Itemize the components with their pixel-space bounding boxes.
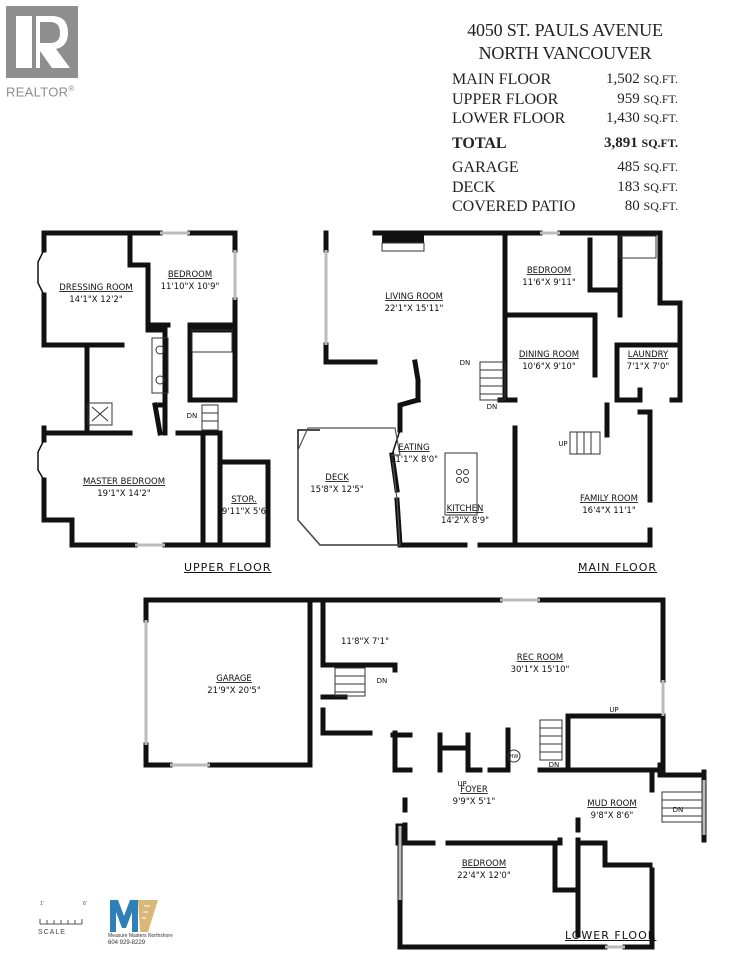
svg-text:DINING ROOM: DINING ROOM [519, 350, 579, 360]
address-line-2: NORTH VANCOUVER [478, 43, 652, 63]
svg-text:9'8"X 8'6": 9'8"X 8'6" [591, 811, 634, 821]
svg-text:16'4"X 11'1": 16'4"X 11'1" [582, 506, 636, 516]
upper-floor-title: UPPER FLOOR [184, 561, 272, 574]
svg-text:LIVING ROOM: LIVING ROOM [385, 292, 443, 302]
svg-text:9'11"X 5'6: 9'11"X 5'6 [222, 507, 266, 517]
svg-text:FAMILY ROOM: FAMILY ROOM [580, 494, 638, 504]
area-summary: 4050 ST. PAULS AVENUE NORTH VANCOUVER MA… [452, 20, 678, 217]
svg-text:STOR.: STOR. [231, 495, 257, 505]
svg-text:7'1"X 7'0": 7'1"X 7'0" [627, 362, 670, 372]
svg-text:11'10"X 10'9": 11'10"X 10'9" [161, 282, 220, 292]
svg-text:15'8"X 12'5": 15'8"X 12'5" [310, 485, 364, 495]
svg-text:DN: DN [487, 403, 498, 411]
svg-text:14'1"X 12'2": 14'1"X 12'2" [69, 295, 123, 305]
svg-text:REC ROOM: REC ROOM [517, 653, 564, 663]
svg-text:LAUNDRY: LAUNDRY [628, 350, 669, 360]
svg-text:DRESSING ROOM: DRESSING ROOM [59, 283, 132, 293]
svg-text:MUD ROOM: MUD ROOM [587, 799, 636, 809]
realtor-wordmark: REALTOR® [6, 84, 75, 100]
svg-text:KITCHEN: KITCHEN [447, 504, 484, 514]
svg-text:EATING: EATING [398, 443, 429, 453]
realtor-logo: REALTOR® [6, 6, 80, 104]
svg-text:BEDROOM: BEDROOM [462, 859, 506, 869]
svg-text:MASTER BEDROOM: MASTER BEDROOM [83, 477, 165, 487]
svg-text:FOYER: FOYER [460, 785, 488, 795]
svg-text:BEDROOM: BEDROOM [527, 266, 571, 276]
lower-floor-plan [143, 597, 707, 950]
svg-text:10'6"X 9'10": 10'6"X 9'10" [522, 362, 576, 372]
scale-start: 1' [40, 901, 44, 907]
svg-text:11'6"X 9'11": 11'6"X 9'11" [522, 278, 576, 288]
svg-text:DN: DN [549, 761, 560, 769]
svg-text:BEDROOM: BEDROOM [168, 270, 212, 280]
svg-text:DN: DN [673, 806, 684, 814]
svg-text:11'1"X 8'0": 11'1"X 8'0" [390, 455, 438, 465]
measure-masters-logo-icon [110, 900, 158, 932]
svg-text:DN: DN [460, 359, 471, 367]
scale-label: SCALE [38, 929, 66, 936]
realtor-r-icon [6, 6, 78, 78]
scale-bar-icon [39, 919, 83, 925]
svg-text:UP: UP [457, 780, 466, 788]
svg-text:HW: HW [510, 754, 519, 760]
scale-end: 6' [83, 901, 87, 907]
svg-text:GARAGE: GARAGE [216, 674, 252, 684]
svg-text:9'9"X 5'1": 9'9"X 5'1" [453, 797, 496, 807]
svg-text:19'1"X 14'2": 19'1"X 14'2" [97, 489, 151, 499]
address-line-1: 4050 ST. PAULS AVENUE [467, 20, 663, 40]
svg-text:UP: UP [609, 706, 618, 714]
svg-text:DN: DN [377, 677, 388, 685]
svg-text:UP: UP [558, 440, 567, 448]
svg-text:11'8"X 7'1": 11'8"X 7'1" [341, 637, 389, 647]
svg-text:22'1"X 15'11": 22'1"X 15'11" [385, 304, 444, 314]
svg-text:22'4"X 12'0": 22'4"X 12'0" [457, 871, 511, 881]
lower-floor-title: LOWER FLOOR [565, 929, 657, 942]
company-name: Measure Masters Northshore [108, 933, 173, 939]
main-floor-title: MAIN FLOOR [578, 561, 658, 574]
company-phone: 604 929-8229 [108, 940, 146, 946]
svg-text:30'1"X 15'10": 30'1"X 15'10" [511, 665, 570, 675]
svg-text:DN: DN [187, 412, 198, 420]
svg-text:21'9"X 20'5": 21'9"X 20'5" [207, 686, 261, 696]
svg-text:DECK: DECK [325, 473, 349, 483]
svg-text:14'2"X 8'9": 14'2"X 8'9" [441, 516, 489, 526]
